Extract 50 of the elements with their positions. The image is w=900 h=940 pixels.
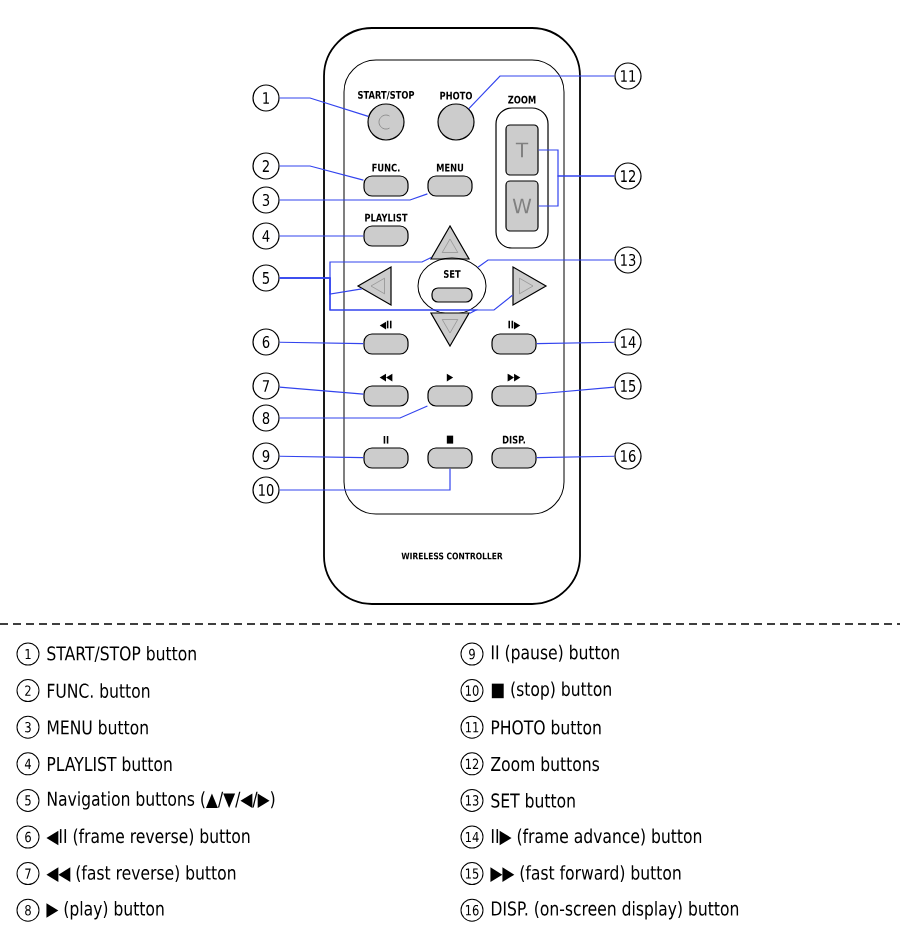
callout-number: 15	[614, 372, 642, 400]
callout-number: 10	[252, 476, 280, 504]
list-item-text: PHOTO button	[491, 719, 601, 735]
leader-line	[279, 165, 364, 181]
callout-number: 7	[252, 372, 280, 400]
callout-number: 14	[614, 328, 642, 356]
leader-line	[279, 193, 428, 201]
list-item-text: ◀◀ (fast reverse) button	[46, 865, 236, 883]
callout-number: 3	[252, 186, 280, 214]
list-item-text: SET button	[491, 793, 575, 808]
leader-line	[538, 175, 615, 207]
list-item-text: ◀II (frame reverse) button	[46, 828, 250, 846]
list-item-text: Navigation buttons (▲/▼/◀/▶)	[47, 791, 275, 810]
leader-line	[536, 341, 615, 345]
leader-line	[279, 97, 369, 117]
leader-line	[279, 405, 428, 419]
list-item-text: FUNC. button	[47, 683, 150, 698]
button: T	[505, 124, 539, 176]
list-item-text: Zoom buttons	[491, 756, 600, 772]
callout-number: 4	[252, 222, 280, 250]
leader-line	[536, 455, 615, 459]
callout-number: 1	[252, 84, 280, 112]
list-item-text: PLAYLIST button	[47, 756, 172, 772]
list-item-text: ■ (stop) button	[491, 681, 611, 700]
list-item-text: II (pause) button	[491, 644, 619, 664]
button: W	[505, 180, 539, 232]
leader-line	[278, 386, 364, 395]
leader-line	[279, 277, 479, 315]
callout-number: 9	[252, 442, 280, 470]
leader-line	[477, 259, 615, 268]
list-item-text: START/STOP button	[47, 645, 196, 663]
leader-line	[279, 341, 364, 345]
callout-number: 11	[614, 62, 642, 90]
callout-number: 5	[252, 264, 280, 292]
callout-number: 13	[614, 246, 642, 274]
leader-line	[279, 455, 364, 459]
callout-number: 6	[252, 328, 280, 356]
list-item-text: DISP. (on-screen display) button	[491, 901, 739, 920]
list-item-text: ▶ (play) button	[46, 901, 164, 920]
callout-number: 8	[252, 404, 280, 432]
leader-line	[279, 468, 451, 491]
list-item-text: II▶ (frame advance) button	[491, 828, 702, 846]
list-item-text: ▶▶ (fast forward) button	[490, 865, 681, 883]
list-item-text: MENU button	[47, 719, 148, 735]
callout-number: 2	[252, 152, 280, 180]
callout-number: 12	[614, 162, 642, 190]
callout-number: 16	[614, 442, 642, 470]
leader-line	[536, 386, 616, 395]
leader-line	[279, 235, 364, 237]
leader-line	[468, 75, 615, 110]
